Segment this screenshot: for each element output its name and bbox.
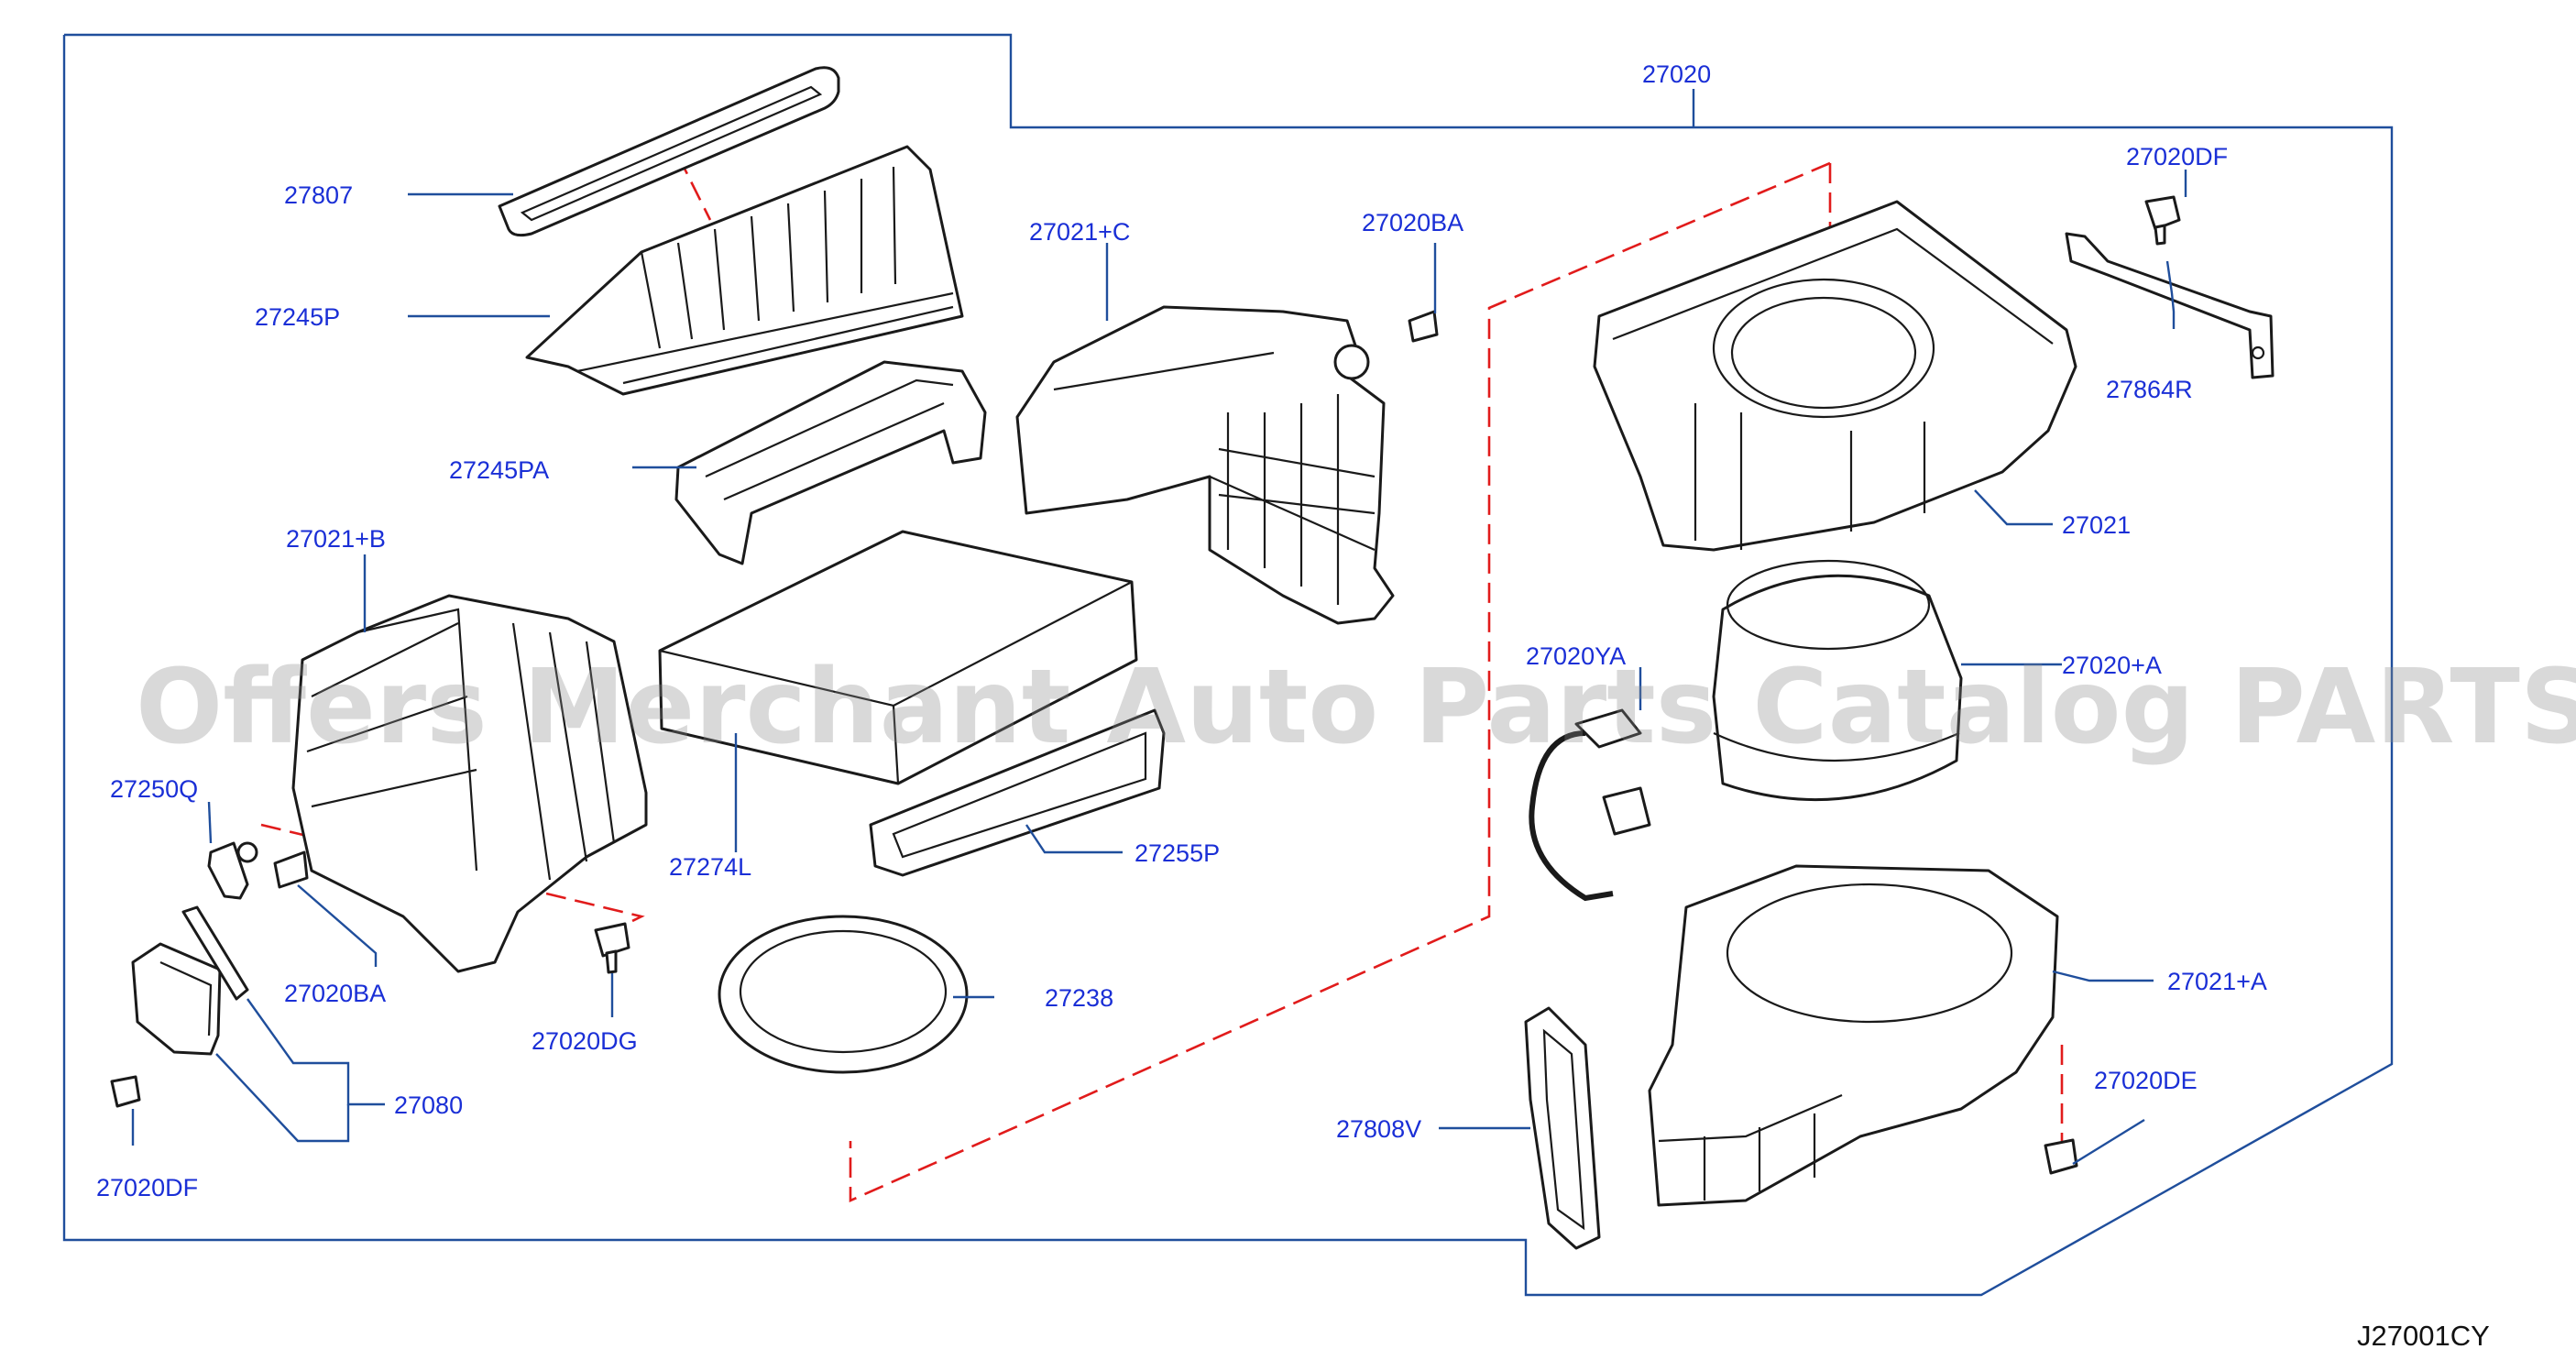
part-27250Q-link-drawing: [207, 841, 258, 900]
label-27021: 27021: [2062, 511, 2131, 539]
label-27255P: 27255P: [1135, 839, 1220, 867]
part-27020DG-screw-drawing: [594, 922, 630, 974]
label-27020YA: 27020YA: [1526, 642, 1626, 670]
part-27020DF-screw-bottom-drawing: [110, 1075, 141, 1108]
label-27080: 27080: [394, 1091, 463, 1119]
part-27021C-duct-drawing: [1015, 305, 1395, 625]
label-27020DF-bottom: 27020DF: [96, 1174, 198, 1201]
part-27020DE-screw-drawing: [2044, 1138, 2078, 1175]
label-27021B: 27021+B: [286, 525, 386, 553]
assembly-outline-frame: [62, 33, 2394, 1297]
part-27274L-cabin-filter-drawing: [658, 530, 1138, 785]
part-27021B-heater-unit-drawing: [291, 594, 648, 973]
watermark: Offers Merchant Auto Parts Catalog PARTS…: [136, 648, 2576, 767]
label-27020BA-top: 27020BA: [1362, 209, 1463, 236]
label-27021C: 27021+C: [1029, 218, 1130, 246]
label-27807: 27807: [284, 181, 353, 209]
part-27020A-blower-motor-drawing: [1712, 559, 1963, 802]
part-labels: 27020 27807 27245P 27245PA 27021+C 27020…: [96, 60, 2267, 1201]
part-27020BA-clip-bottom-drawing: [273, 850, 309, 889]
leader-lines: [131, 89, 2187, 1166]
label-27864R: 27864R: [2106, 376, 2193, 403]
part-27020BA-clip-top-drawing: [1408, 310, 1439, 343]
part-27255P-strip-drawing: [869, 708, 1166, 877]
label-27250Q: 27250Q: [110, 775, 198, 803]
label-27020DG: 27020DG: [532, 1027, 638, 1055]
part-27238-seal-ring-drawing: [718, 915, 969, 1074]
label-27020DF-top: 27020DF: [2126, 143, 2228, 170]
label-27245P: 27245P: [255, 303, 340, 331]
part-27245P-filter-housing-drawing: [525, 145, 964, 396]
label-27020DE: 27020DE: [2094, 1067, 2198, 1094]
label-27274L: 27274L: [669, 853, 751, 881]
label-27808V: 27808V: [1336, 1115, 1421, 1143]
label-27245PA: 27245PA: [449, 456, 549, 484]
part-27808V-seal-drawing: [1524, 1006, 1601, 1250]
part-27021A-lower-case-drawing: [1648, 864, 2059, 1207]
part-27245PA-filter-tray-drawing: [674, 360, 987, 565]
label-27238: 27238: [1045, 984, 1113, 1012]
diagram-reference-id: J27001CY: [2357, 1320, 2490, 1352]
label-27020BA-bottom: 27020BA: [284, 980, 386, 1007]
label-27021A: 27021+A: [2167, 968, 2267, 995]
part-27021-upper-case-drawing: [1593, 200, 2077, 552]
label-27020A: 27020+A: [2062, 652, 2162, 679]
part-27020DF-screw-top-drawing: [2144, 195, 2181, 246]
part-27080-actuator-drawing: [131, 905, 249, 1056]
part-27020YA-harness-drawing: [1529, 708, 1651, 902]
part-27864R-bracket-drawing: [2065, 232, 2275, 379]
label-27020: 27020: [1642, 60, 1711, 88]
part-27807-gasket-drawing: [498, 66, 840, 237]
